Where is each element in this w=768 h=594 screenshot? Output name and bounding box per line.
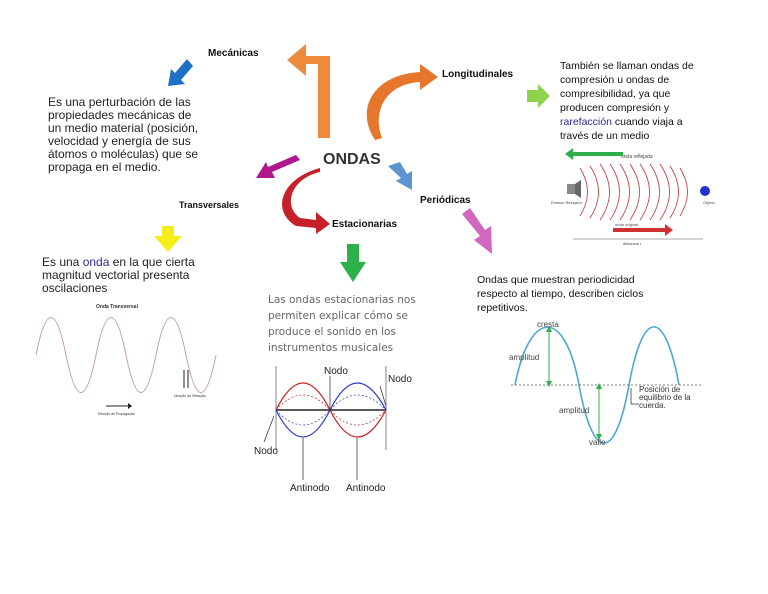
curved-orange-arrow <box>366 64 438 140</box>
pw-trough: valle <box>589 438 606 447</box>
pw-crest: cresta <box>537 320 559 329</box>
lw-distance: distancia r <box>623 241 642 246</box>
transverse-wave-figure: Onda Transversal Direção de Vibração Dir… <box>35 304 217 416</box>
orange-l-arrow <box>287 44 330 138</box>
tw-vibration: Direção de Vibração <box>174 394 206 398</box>
sw-node-right: Nodo <box>388 374 412 385</box>
desc-longitudinales-highlight: rarefacción <box>560 116 612 128</box>
desc-longitudinales-a: También se llaman ondas de compresión u … <box>560 60 694 114</box>
desc-estacionarias: Las ondas estacionarias nos permiten exp… <box>268 294 416 354</box>
label-periodicas: Periódicas <box>420 195 471 206</box>
pw-equilibrium: Posición de equilibrio de la cuerda. <box>639 386 691 410</box>
center-title: ONDAS <box>323 151 381 168</box>
light-green-arrow <box>527 84 550 108</box>
label-mecanicas: Mecánicas <box>208 48 259 59</box>
label-longitudinales: Longitudinales <box>442 69 514 80</box>
lw-top-label: onda reflejada <box>621 154 653 160</box>
desc-transversales-a: Es una <box>42 255 83 269</box>
longitudinal-wave-figure: onda reflejada Emisor/ Receptor Objeto o… <box>545 146 725 246</box>
desc-transversales-b: en la que cierta magnitud vectorial pres… <box>42 255 195 295</box>
sw-antinode-2: Antinodo <box>346 483 386 494</box>
tw-wave <box>35 317 217 393</box>
desc-transversales-highlight: onda <box>82 255 110 269</box>
lightblue-arrow <box>388 162 412 190</box>
tw-propagation: Direção de Propagação <box>98 412 135 416</box>
desc-longitudinales: También se llaman ondas de compresión u … <box>560 59 710 143</box>
label-transversales: Transversales <box>179 200 240 210</box>
periodic-wave-figure: cresta amplitud amplitud valle Posición … <box>509 320 701 447</box>
blue-arrow <box>168 59 193 86</box>
green-arrow <box>340 244 366 282</box>
lw-source: Emisor/ Receptor <box>551 200 583 205</box>
sw-node-left: Nodo <box>254 446 278 457</box>
pink-arrow <box>462 208 492 254</box>
desc-longitudinales-b: cuando viaja a través de un medio <box>560 116 683 142</box>
label-estacionarias: Estacionarias <box>332 219 398 230</box>
sw-node-top: Nodo <box>324 366 348 377</box>
sw-antinode-1: Antinodo <box>290 483 330 494</box>
lw-object: Objeto <box>703 200 716 205</box>
lw-arcs <box>579 163 688 221</box>
pw-wave <box>514 326 680 444</box>
pw-amplitude-top: amplitud <box>509 353 539 362</box>
desc-transversales: Es una onda en la que cierta magnitud ve… <box>42 256 222 295</box>
red-curved-arrow <box>282 168 330 234</box>
standing-wave-figure: Nodo Nodo Nodo Antinodo Antinodo <box>254 366 412 494</box>
tw-title: Onda Transversal <box>96 304 139 310</box>
lw-bottom-label: onda original <box>615 222 638 227</box>
magenta-arrow <box>256 155 300 178</box>
desc-mecanicas: Es una perturbación de las propiedades m… <box>48 95 199 174</box>
pw-amplitude-bottom: amplitud <box>559 406 589 415</box>
desc-periodicas: Ondas que muestran periodicidad respecto… <box>477 274 644 314</box>
yellow-arrow <box>154 226 182 252</box>
